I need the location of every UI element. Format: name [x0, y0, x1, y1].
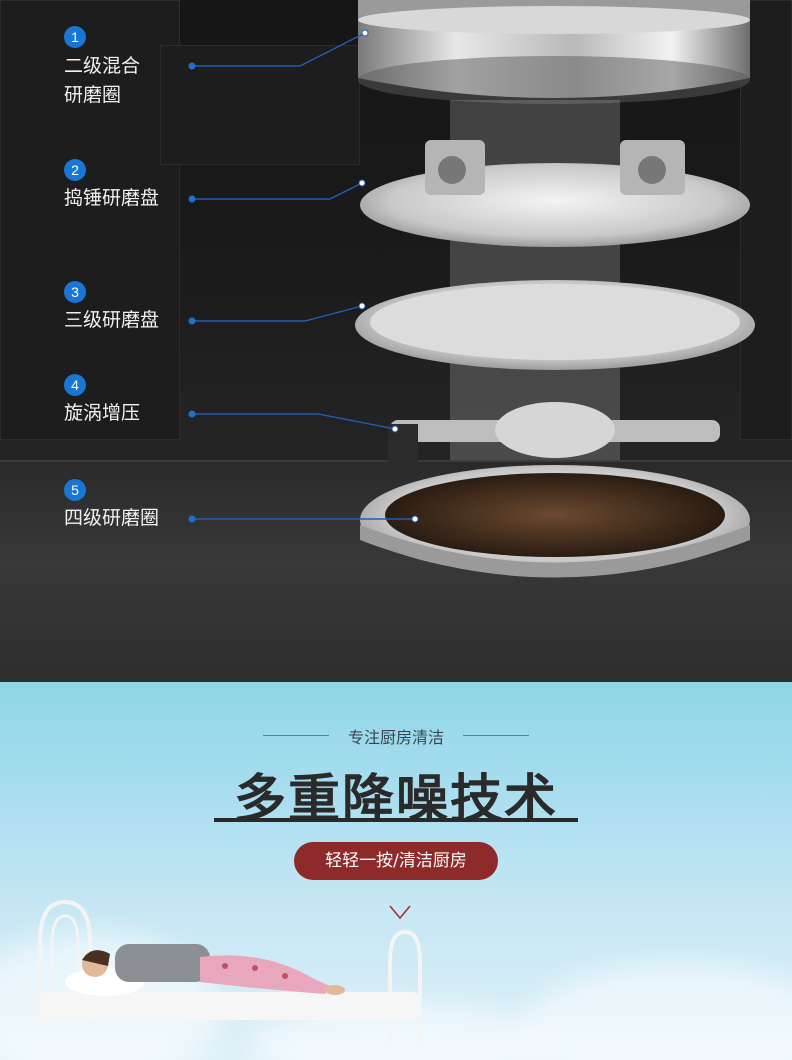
part-name: 捣锤研磨盘	[64, 187, 160, 209]
number-badge: 4	[64, 374, 86, 396]
part-label-4: 4 旋涡增压	[64, 374, 140, 428]
part-label-5: 5 四级研磨圈	[64, 479, 159, 533]
headline-underline	[214, 818, 578, 822]
number-badge: 5	[64, 479, 86, 501]
subtitle-divider-right	[463, 735, 529, 736]
part-label-1: 1 二级混合 研磨圈	[64, 26, 140, 110]
part-label-2: 2 捣锤研磨盘	[64, 159, 159, 213]
grinder-diagram-section: 1 二级混合 研磨圈 2 捣锤研磨盘 3 三级研磨盘 4 旋涡增压 5 四级研磨…	[0, 0, 792, 682]
section-subtitle: 专注厨房清洁	[347, 728, 444, 747]
number-badge: 3	[64, 281, 86, 303]
part-name: 三级研磨盘	[64, 309, 160, 331]
part-name: 四级研磨圈	[64, 507, 160, 529]
cloud	[520, 962, 792, 1060]
sleeping-woman-illustration	[38, 899, 422, 1042]
part-name-line2: 研磨圈	[64, 84, 122, 106]
number-badge: 1	[64, 26, 86, 48]
subtitle-divider-left	[263, 735, 329, 736]
cabinet-left	[0, 0, 180, 440]
number-badge: 2	[64, 159, 86, 181]
part-name: 二级混合	[64, 55, 141, 77]
part-label-3: 3 三级研磨盘	[64, 281, 159, 335]
chevron-down-icon	[389, 905, 411, 920]
grinder-exploded-illustration	[188, 0, 755, 578]
noise-reduction-section: 专注厨房清洁 多重降噪技术 轻轻一按/清洁厨房	[0, 682, 792, 1060]
part-name: 旋涡增压	[64, 402, 141, 424]
tagline-pill: 轻轻一按/清洁厨房	[294, 842, 498, 880]
